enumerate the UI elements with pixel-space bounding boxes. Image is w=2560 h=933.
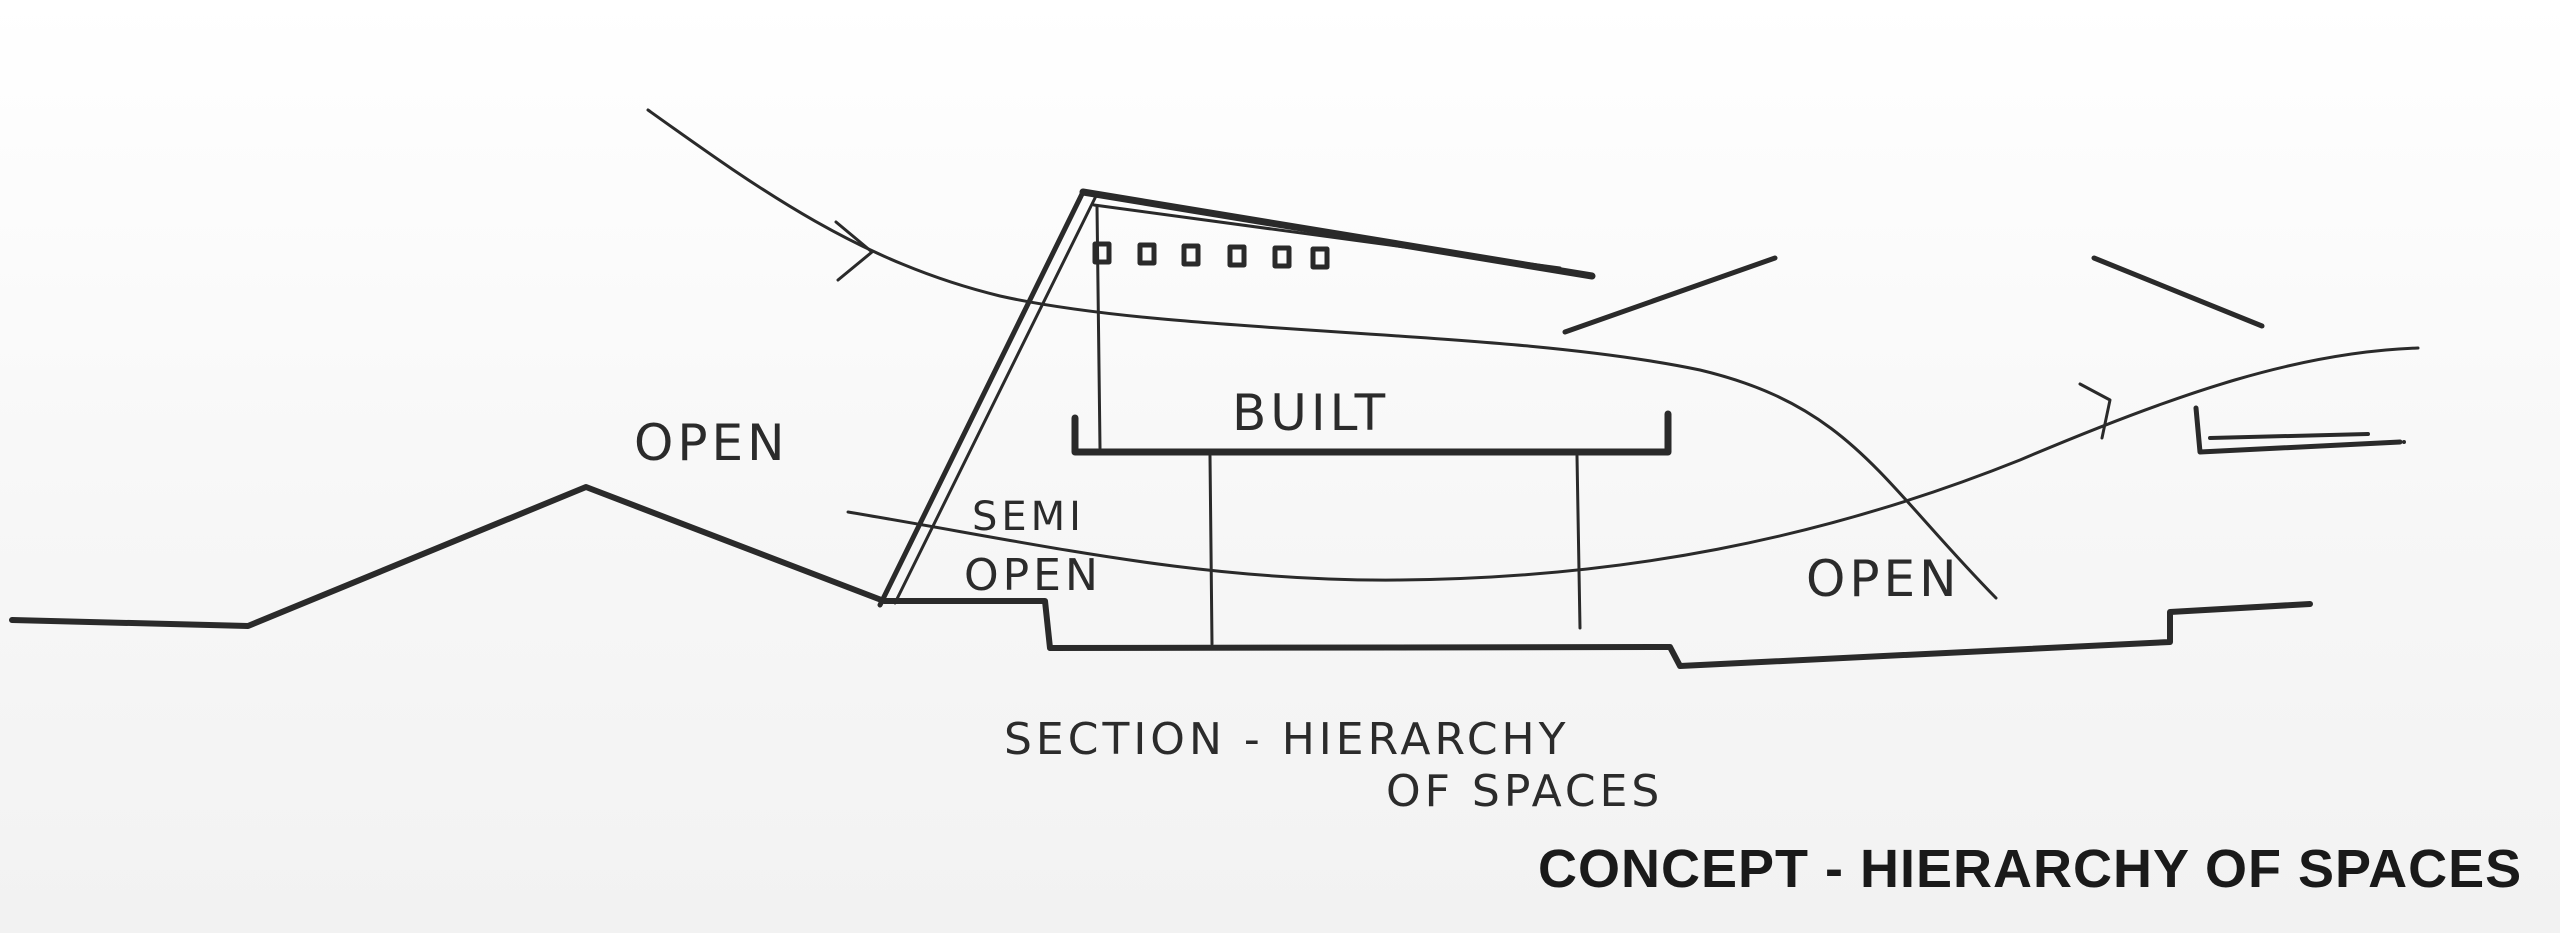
skylight-openings — [1092, 241, 1330, 270]
caption-line-2: OF SPACES — [1386, 766, 1663, 817]
label-semi: SEMI — [972, 494, 1085, 540]
skylight-opening — [1227, 244, 1247, 268]
ground-line — [9, 484, 2313, 669]
airflow-line-upper — [646, 108, 1998, 600]
skylight-opening — [1272, 245, 1292, 269]
inclined-wall-inner — [893, 194, 1098, 605]
inclined-wall-outer — [877, 189, 1086, 608]
skylight-opening — [1092, 241, 1112, 265]
airflow-line-lower — [846, 346, 2420, 582]
context-stroke-2 — [2091, 255, 2265, 329]
context-stroke-4 — [2208, 432, 2406, 444]
label-open-left: OPEN — [634, 414, 789, 472]
column-left — [1208, 454, 1214, 646]
column-right — [1575, 454, 1582, 630]
label-open-right: OPEN — [1806, 550, 1961, 608]
label-built: BUILT — [1232, 384, 1389, 442]
built-slab — [1071, 410, 1672, 456]
roof-slab-underside — [1092, 203, 1562, 270]
context-stroke-3 — [2193, 405, 2403, 455]
skylight-opening — [1181, 243, 1201, 267]
roof-support-column — [1095, 204, 1102, 450]
label-semi-open: OPEN — [964, 550, 1102, 601]
airflow-arrow-upper — [834, 220, 874, 282]
airflow-arrow-lower — [2078, 382, 2112, 440]
skylight-opening — [1310, 246, 1330, 270]
context-stroke-1 — [1562, 255, 1778, 335]
caption-line-1: SECTION - HIERARCHY — [1004, 714, 1570, 765]
skylight-opening — [1137, 242, 1157, 266]
concept-title: CONCEPT - HIERARCHY OF SPACES — [1538, 839, 2523, 899]
